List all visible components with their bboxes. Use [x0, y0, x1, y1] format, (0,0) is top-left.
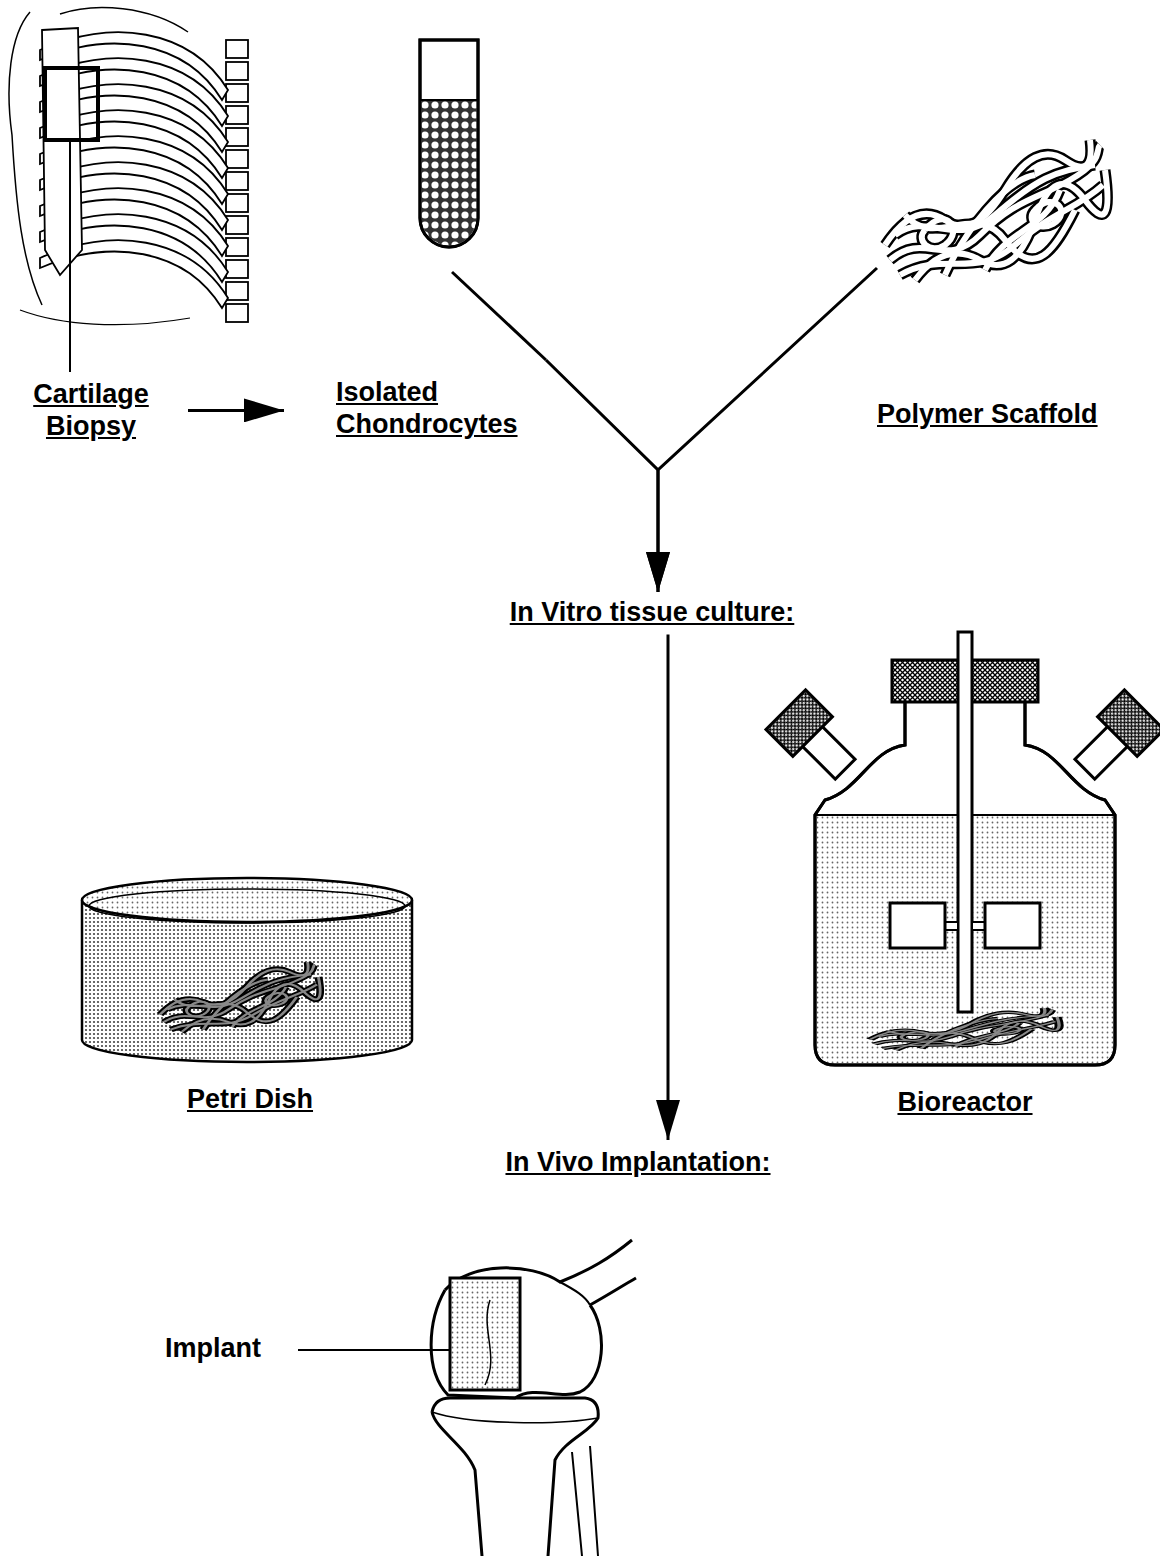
- rib-cage: [226, 150, 248, 168]
- step-label: In Vitro tissue culture:: [510, 596, 795, 628]
- bioreactor: [766, 690, 832, 756]
- petri-dish: [82, 878, 412, 922]
- rib-cage: [42, 28, 82, 275]
- polymer-scaffold: [885, 140, 1108, 280]
- label-text: Polymer Scaffold: [877, 398, 1150, 430]
- bioreactor: [870, 1008, 1059, 1050]
- rib-cage: [226, 194, 248, 212]
- step-label: Petri Dish: [187, 1083, 313, 1115]
- rib-cage: [226, 282, 248, 300]
- rib-cage: [226, 106, 248, 124]
- rib-cage: [226, 128, 248, 146]
- knee-joint: [485, 1300, 491, 1385]
- label-text: In Vivo Implantation:: [505, 1146, 770, 1178]
- bioreactor: [870, 1008, 1059, 1050]
- test-tube: [422, 100, 477, 246]
- test-tube: [420, 40, 478, 247]
- test-tube: [420, 40, 478, 247]
- merge-line-stem: [452, 272, 546, 360]
- step-label: Cartilage Biopsy: [0, 378, 182, 443]
- leader-line: [298, 1349, 450, 1351]
- label-text: Cartilage Biopsy: [0, 378, 182, 443]
- step-label: Isolated Chondrocytes: [282, 262, 546, 441]
- knee-joint: [572, 1446, 598, 1556]
- bioreactor: [958, 632, 972, 1012]
- rib-cage: [45, 68, 98, 140]
- bioreactor: [890, 903, 945, 948]
- implant-graft: [450, 1278, 520, 1390]
- label-text: Bioreactor: [897, 1086, 1032, 1118]
- flow-arrow: [546, 360, 658, 592]
- rib-cage: [9, 8, 248, 325]
- flow-arrow: [188, 409, 284, 412]
- knee-joint: [432, 1398, 598, 1556]
- flow-arrow: [658, 268, 877, 592]
- flow-arrow: [667, 634, 670, 1140]
- label-text: In Vitro tissue culture:: [510, 596, 795, 628]
- test-tube: [420, 40, 478, 247]
- rib-cage: [226, 238, 248, 256]
- polymer-scaffold: [885, 140, 1108, 280]
- label-text: Isolated Chondrocytes: [336, 376, 546, 441]
- petri-dish: [82, 900, 412, 1062]
- rib-cage: [226, 62, 248, 80]
- petri-dish: [160, 962, 320, 1032]
- bioreactor: [766, 632, 1160, 1065]
- rib-cage: [226, 172, 248, 190]
- knee-joint: [560, 1282, 590, 1305]
- step-label: Polymer Scaffold: [877, 262, 1150, 430]
- rib-cage: [60, 8, 188, 32]
- rib-cage: [226, 260, 248, 278]
- bioreactor: [766, 690, 865, 789]
- petri-dish: [82, 878, 412, 1062]
- petri-dish: [160, 962, 320, 1032]
- rib-cage: [9, 12, 42, 305]
- bioreactor: [1065, 690, 1160, 789]
- rib-cage: [226, 304, 248, 322]
- leader-line: [69, 140, 71, 372]
- rib-cage: [226, 84, 248, 102]
- petri-dish: [89, 889, 405, 923]
- test-tube: [420, 99, 478, 101]
- bioreactor: [945, 922, 958, 930]
- bioreactor: [1098, 690, 1160, 756]
- callout-label: Implant: [165, 1332, 261, 1364]
- bioreactor: [870, 1008, 1059, 1050]
- knee-joint: [431, 1240, 636, 1556]
- rib-cage: [226, 216, 248, 234]
- step-label: In Vivo Implantation:: [505, 1146, 770, 1178]
- polymer-scaffold: [885, 140, 1108, 280]
- bioreactor: [985, 903, 1040, 948]
- petri-dish: [160, 962, 320, 1032]
- rib-cage: [226, 40, 248, 58]
- knee-joint: [432, 1412, 482, 1556]
- rib-cage: [20, 310, 190, 325]
- label-text: Petri Dish: [187, 1083, 313, 1115]
- knee-joint: [590, 1278, 636, 1305]
- step-label: Bioreactor: [897, 1086, 1032, 1118]
- knee-joint: [432, 1412, 598, 1423]
- bioreactor: [972, 922, 985, 930]
